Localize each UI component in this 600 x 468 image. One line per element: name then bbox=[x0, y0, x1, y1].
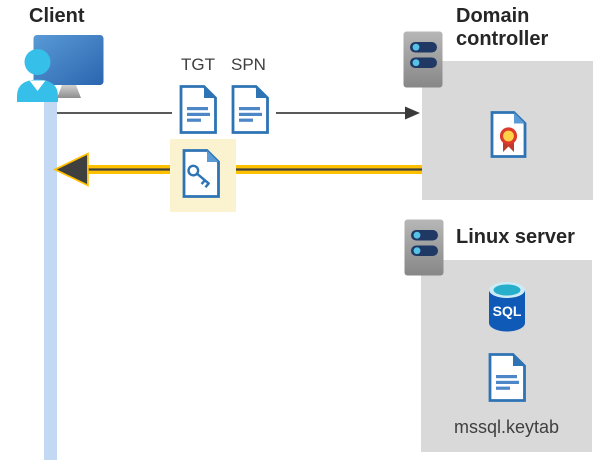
linux-server-label: Linux server bbox=[456, 226, 575, 248]
document-icon bbox=[179, 85, 217, 134]
key-document-icon bbox=[182, 149, 220, 198]
monitor-icon bbox=[33, 35, 104, 85]
arrowhead-left-icon bbox=[52, 152, 89, 187]
document-icon bbox=[231, 85, 269, 134]
monitor-stand-icon bbox=[57, 85, 81, 98]
spn-label: SPN bbox=[231, 55, 266, 74]
client-lifeline-bar bbox=[44, 92, 57, 460]
sql-database-icon: SQL bbox=[489, 282, 525, 332]
arrowhead-right-icon bbox=[405, 106, 420, 120]
keytab-file-label: mssql.keytab bbox=[453, 417, 560, 437]
client-label: Client bbox=[29, 5, 85, 27]
tgt-label: TGT bbox=[181, 55, 215, 74]
response-arrow bbox=[52, 152, 422, 187]
key-icon bbox=[187, 164, 211, 189]
spn-document-icon bbox=[224, 83, 276, 136]
certificate-icon bbox=[490, 111, 527, 158]
user-icon bbox=[17, 49, 58, 102]
sql-badge-text: SQL bbox=[493, 303, 522, 319]
keytab-document-icon bbox=[488, 353, 526, 402]
domain-controller-server-icon bbox=[403, 31, 443, 88]
linux-server-server-icon bbox=[404, 219, 444, 276]
domain-controller-label: Domain controller bbox=[456, 5, 549, 50]
user-workstation-icon bbox=[17, 35, 104, 102]
tgt-document-icon bbox=[172, 83, 224, 136]
